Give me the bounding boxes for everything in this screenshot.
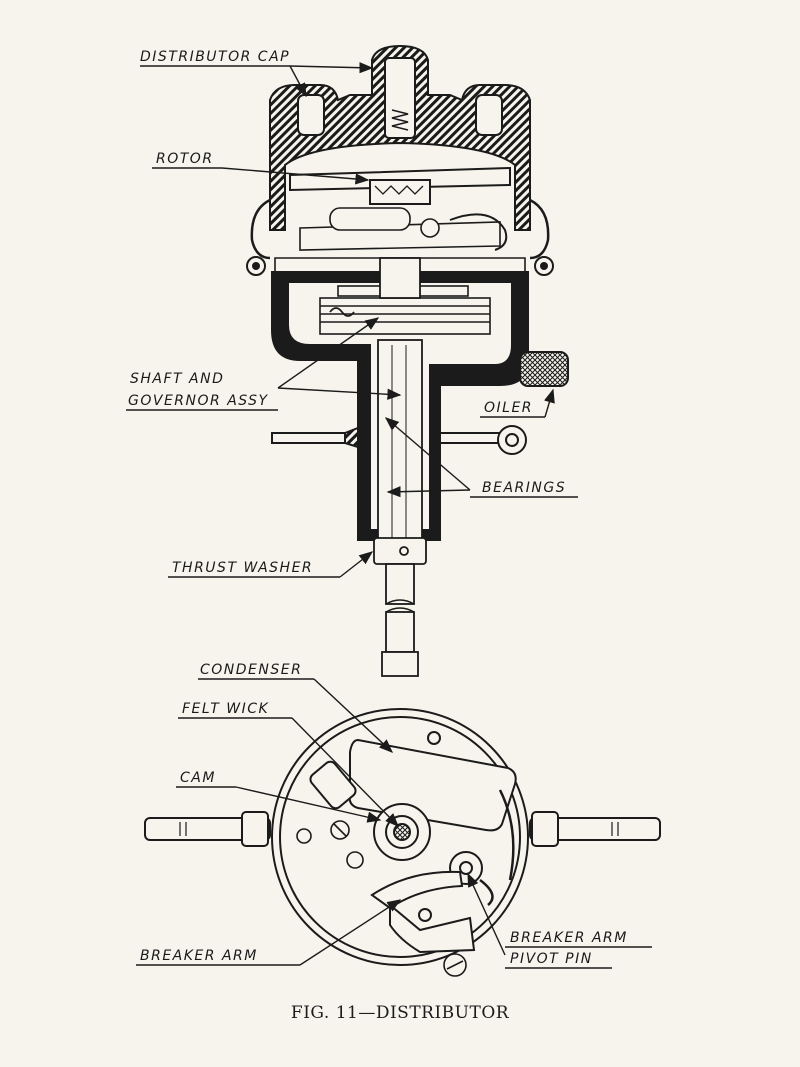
distributor-cap-shape	[246, 44, 554, 276]
svg-text:THRUST WASHER: THRUST WASHER	[172, 560, 313, 576]
breaker-arm-pivot-label: BREAKER ARM PIVOT PIN	[467, 872, 652, 969]
breaker-arm-shape	[370, 870, 476, 954]
svg-text:PIVOT PIN: PIVOT PIN	[510, 951, 593, 967]
svg-text:CAM: CAM	[180, 770, 216, 786]
svg-text:CONDENSER: CONDENSER	[200, 662, 302, 678]
distributor-section-view	[246, 44, 569, 677]
thrust-washer-label: THRUST WASHER	[168, 551, 374, 578]
svg-text:FELT WICK: FELT WICK	[182, 701, 269, 717]
svg-text:BREAKER ARM: BREAKER ARM	[510, 930, 628, 946]
svg-text:OILER: OILER	[484, 400, 533, 416]
screws	[296, 820, 467, 977]
mounting-arms	[144, 811, 661, 847]
rotor-shape	[289, 166, 511, 205]
felt-wick-label: FELT WICK	[178, 701, 399, 827]
oiler-label: OILER	[480, 388, 555, 418]
svg-text:GOVERNOR ASSY: GOVERNOR ASSY	[128, 393, 269, 409]
shaft-governor-label: SHAFT AND GOVERNOR ASSY	[126, 317, 402, 411]
oiler-shape	[497, 351, 569, 455]
breaker-plate-view	[144, 708, 661, 977]
rotor-label: ROTOR	[152, 151, 370, 185]
svg-text:ROTOR: ROTOR	[156, 151, 214, 167]
cam-label: CAM	[176, 770, 382, 823]
svg-text:DISTRIBUTOR CAP: DISTRIBUTOR CAP	[140, 49, 290, 65]
bearings-label: BEARINGS	[384, 417, 578, 498]
cam-shape	[373, 803, 431, 861]
shaft-shape	[373, 257, 427, 677]
distributor-cap-label: DISTRIBUTOR CAP	[140, 49, 374, 98]
breaker-plate-section	[274, 207, 526, 273]
figure-caption: FIG. 11—DISTRIBUTOR	[290, 1003, 510, 1023]
mounting-flange	[271, 426, 501, 449]
condenser-label: CONDENSER	[198, 662, 394, 753]
svg-text:BREAKER ARM: BREAKER ARM	[140, 948, 258, 964]
breaker-arm-label: BREAKER ARM	[136, 899, 402, 966]
svg-text:SHAFT AND: SHAFT AND	[130, 371, 224, 387]
svg-text:BEARINGS: BEARINGS	[482, 480, 566, 496]
